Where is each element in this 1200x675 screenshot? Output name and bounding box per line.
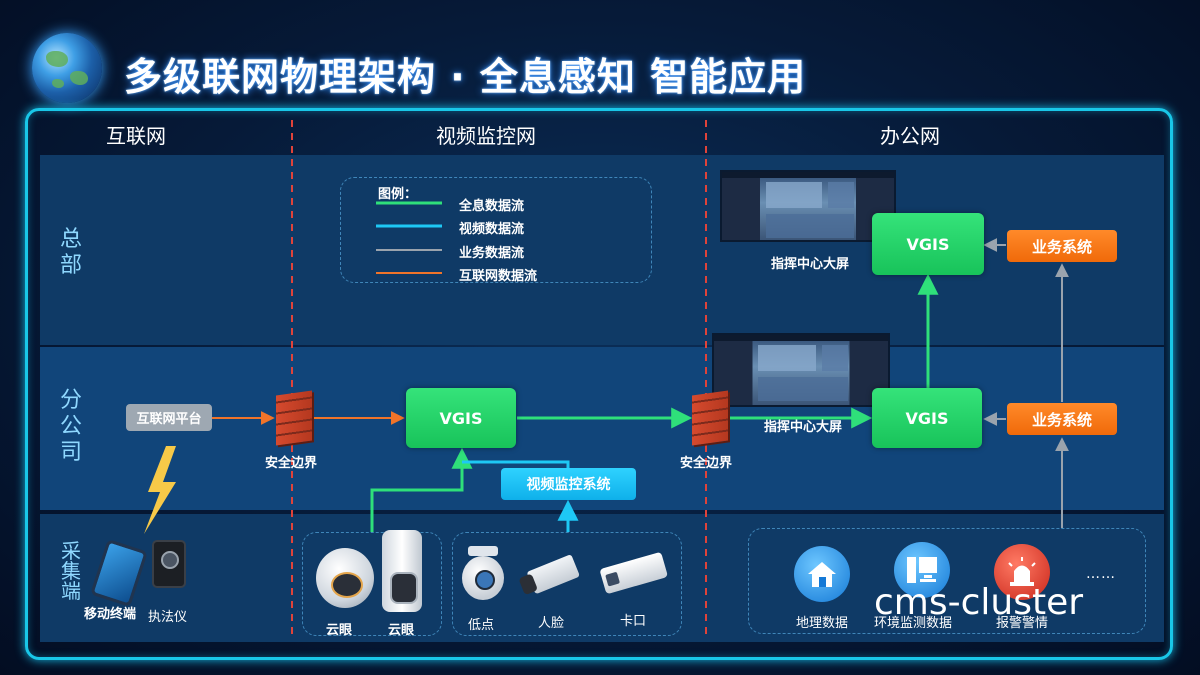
- cloud-eye-ptz-camera-icon: [382, 530, 422, 612]
- legend-title: 图例：: [378, 187, 418, 202]
- firewall-icon-2: [692, 390, 728, 446]
- business-system-branch[interactable]: 业务系统: [1007, 403, 1117, 435]
- diagram-frame: [25, 108, 1173, 660]
- camera-group-standard: [452, 532, 682, 636]
- command-screen-hq: [720, 170, 896, 242]
- watermark-text: cms-cluster: [874, 582, 1084, 623]
- row-label-text: 分公司: [59, 388, 82, 465]
- bodycam-icon: [152, 540, 186, 588]
- more-devices-ellipsis: ……: [1086, 566, 1116, 582]
- device-label-cloud-eye-1: 云眼: [326, 623, 353, 638]
- globe-icon: [32, 33, 102, 103]
- vgis-node-branch[interactable]: VGIS: [406, 388, 516, 448]
- screen-label-hq: 指挥中心大屏: [771, 257, 850, 272]
- screen-label-branch: 指挥中心大屏: [764, 420, 843, 435]
- legend-box: [340, 177, 652, 283]
- row-label-text: 采集端: [61, 539, 81, 603]
- device-label-mobile: 移动终端: [84, 607, 137, 622]
- firewall-icon-1: [276, 390, 312, 446]
- geo-data-icon: [794, 546, 850, 602]
- firewall-label-2: 安全边界: [680, 456, 733, 471]
- legend-item-holo: 全息数据流: [459, 199, 525, 214]
- row-label-branch: 分公司: [58, 388, 84, 466]
- legend-item-internet: 互联网数据流: [459, 269, 538, 284]
- business-system-hq[interactable]: 业务系统: [1007, 230, 1117, 262]
- command-screen-branch: [712, 333, 890, 407]
- device-label-cloud-eye-2: 云眼: [388, 623, 415, 638]
- alarm-icon: [994, 544, 1050, 600]
- internet-platform[interactable]: 互联网平台: [126, 404, 212, 431]
- env-monitor-icon: [894, 542, 950, 598]
- camera-group-cloud-eye: [302, 532, 442, 636]
- page-title: 多级联网物理架构 · 全息感知 智能应用: [124, 55, 807, 99]
- row-label-edge: 采集端: [58, 541, 84, 601]
- cloud-eye-dome-camera-icon: [316, 548, 374, 608]
- firewall-label-1: 安全边界: [265, 456, 318, 471]
- flow-cloud-eye-to-vgis: [370, 447, 473, 532]
- device-label-geo-data: 地理数据: [796, 616, 849, 631]
- device-label-alarm: 报警警情: [996, 616, 1049, 631]
- column-header-internet: 互联网: [106, 124, 166, 148]
- legend-item-business: 业务数据流: [459, 246, 525, 261]
- vgis-node-office-branch[interactable]: VGIS: [872, 388, 982, 448]
- flow-video-system-to-vgis: [462, 460, 570, 468]
- device-label-low-point: 低点: [468, 618, 495, 633]
- legend-item-video: 视频数据流: [459, 222, 525, 237]
- video-monitoring-system[interactable]: 视频监控系统: [501, 468, 636, 500]
- device-label-bodycam: 执法仪: [148, 610, 188, 625]
- low-point-camera-icon: [462, 546, 504, 602]
- device-label-face: 人脸: [538, 616, 565, 631]
- column-header-video-net: 视频监控网: [436, 124, 536, 148]
- vgis-node-hq[interactable]: VGIS: [872, 213, 984, 275]
- sensor-group: [748, 528, 1146, 634]
- row-label-hq: 总部: [58, 227, 84, 279]
- wireless-bolt-icon: [144, 446, 176, 534]
- device-label-checkpoint: 卡口: [620, 614, 647, 629]
- column-header-office-net: 办公网: [880, 124, 940, 148]
- device-label-env-data: 环境监测数据: [874, 616, 953, 631]
- row-label-text: 总部: [59, 227, 82, 278]
